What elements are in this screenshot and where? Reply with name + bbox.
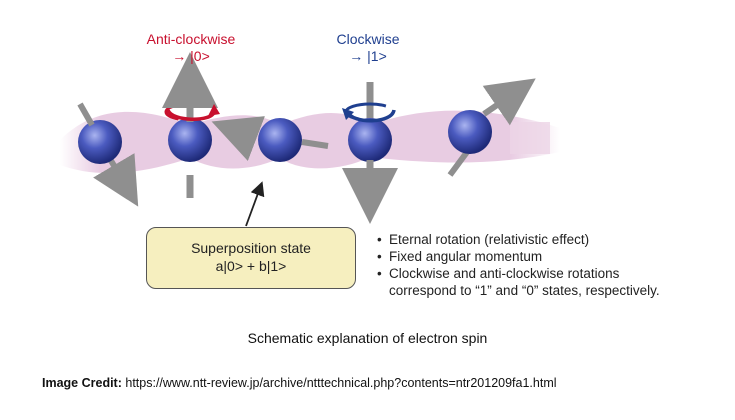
credit-label: Image Credit: (42, 376, 122, 390)
spin-arrow-icon (77, 102, 95, 127)
electron-5 (447, 78, 536, 177)
anticlockwise-state: → |0> (172, 48, 210, 64)
anticlockwise-title: Anti-clockwise (146, 31, 236, 47)
figure-caption: Schematic explanation of electron spin (247, 330, 488, 346)
wavefunction-band-tail (510, 122, 550, 154)
electron-spin-diagram (60, 52, 560, 227)
clockwise-title: Clockwise (336, 31, 400, 47)
property-item: Clockwise and anti-clockwise rotations (377, 265, 727, 282)
electron-sphere-icon (348, 118, 392, 162)
electron-sphere-icon (78, 120, 122, 164)
spin-arrow-icon (211, 116, 265, 161)
superposition-formula: a|0> + b|1> (215, 258, 287, 274)
electron-sphere-icon (448, 110, 492, 154)
pointer-arrow (245, 181, 265, 227)
image-credit: Image Credit: https://www.ntt-review.jp/… (42, 376, 557, 390)
electron-clockwise (342, 82, 398, 224)
electron-sphere-icon (168, 118, 212, 162)
electron-sphere-icon (258, 118, 302, 162)
credit-url[interactable]: https://www.ntt-review.jp/archive/ntttec… (125, 376, 557, 390)
anticlockwise-label: Anti-clockwise → |0> (128, 31, 254, 65)
superposition-title: Superposition state (191, 240, 311, 256)
property-item: Eternal rotation (relativistic effect) (377, 231, 727, 248)
property-item: Fixed angular momentum (377, 248, 727, 265)
spin-arrow-icon (482, 78, 536, 126)
electron-anticlockwise (162, 52, 220, 198)
property-item-continuation: correspond to “1” and “0” states, respec… (389, 283, 660, 298)
electron-1 (77, 102, 139, 207)
superposition-box: Superposition state a|0> + b|1> (146, 227, 356, 289)
spin-arrow-icon (301, 139, 329, 149)
property-list: Eternal rotation (relativistic effect) F… (377, 231, 727, 299)
clockwise-label: Clockwise → |1> (318, 31, 418, 65)
clockwise-state: → |1> (349, 48, 387, 64)
electron-3 (211, 116, 329, 162)
